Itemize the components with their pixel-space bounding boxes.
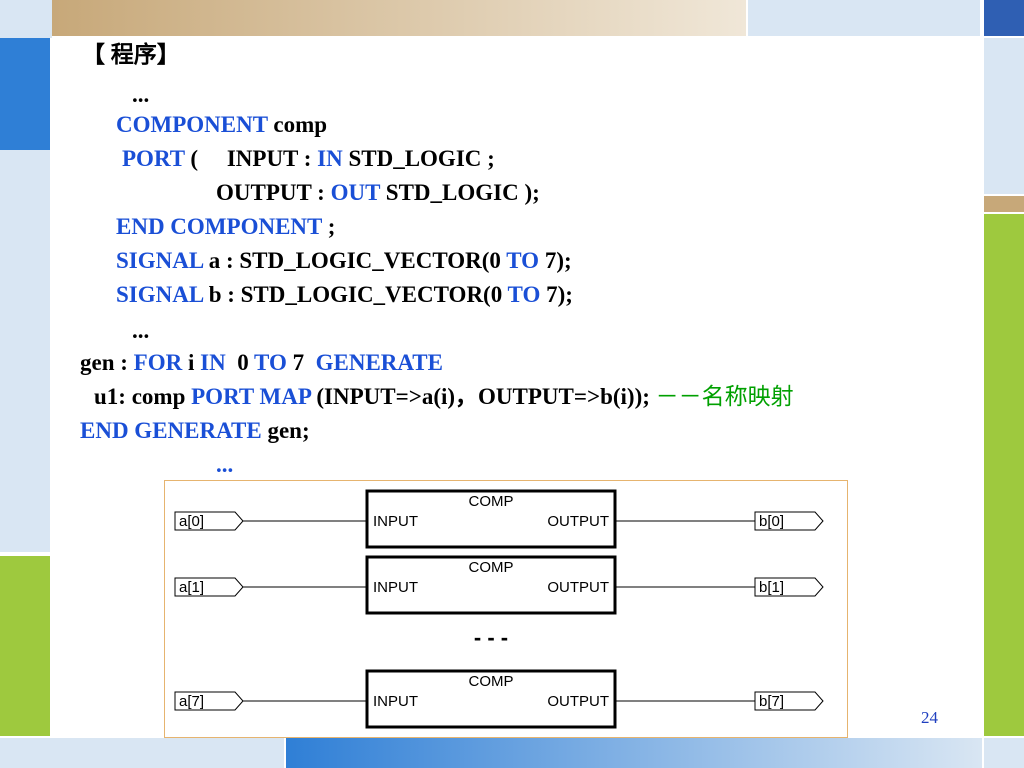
code-text: b : STD_LOGIC_VECTOR(0 — [202, 282, 508, 307]
right-tan-strip — [984, 196, 1024, 212]
output-label: OUTPUT — [547, 513, 609, 530]
code-text: STD_LOGIC ; — [342, 146, 495, 171]
code-text: 7 — [286, 350, 316, 375]
diagram-row-7: COMP INPUT OUTPUT a[7] b[7] — [174, 669, 824, 729]
input-port-shape — [174, 691, 244, 711]
code-line-10: u1: comp PORT MAP (INPUT=>a(i)，OUTPUT=>b… — [94, 380, 794, 414]
comp-box — [365, 669, 617, 729]
left-green-block — [0, 556, 50, 736]
code-line-11: END GENERATE gen; — [80, 414, 310, 448]
code-line-4: OUTPUT : OUT STD_LOGIC ); — [216, 176, 540, 210]
keyword: SIGNAL — [116, 282, 203, 307]
code-line-12: ... — [216, 452, 234, 477]
code-text: 7); — [540, 282, 573, 307]
code-line-7: SIGNAL b : STD_LOGIC_VECTOR(0 TO 7); — [116, 278, 573, 312]
code-text: comp — [267, 112, 328, 137]
code-text: a : STD_LOGIC_VECTOR(0 — [202, 248, 507, 273]
code-line-1: ... — [132, 82, 150, 107]
comment-text: －－名称映射 — [655, 384, 794, 409]
keyword: TO — [506, 248, 540, 273]
input-port-shape — [174, 511, 244, 531]
input-port-label: a[1] — [179, 579, 204, 596]
comp-box — [365, 555, 617, 615]
page-number: 24 — [921, 708, 938, 727]
comp-label: COMP — [469, 559, 514, 576]
bottom-light-band — [52, 738, 284, 768]
code-text: OUTPUT : — [216, 180, 331, 205]
keyword: PORT — [122, 146, 185, 171]
output-port-label: b[7] — [759, 693, 784, 710]
code-text: (INPUT=>a(i)，OUTPUT=>b(i)); — [310, 384, 656, 409]
input-port-shape — [174, 577, 244, 597]
input-label: INPUT — [373, 579, 418, 596]
keyword: FOR — [133, 350, 183, 375]
keyword: TO — [507, 282, 541, 307]
output-port-shape — [754, 577, 824, 597]
code-line-5: END COMPONENT ; — [116, 210, 335, 244]
keyword: PORT MAP — [191, 384, 311, 409]
code-text: 7); — [539, 248, 572, 273]
code-text: gen : — [80, 350, 134, 375]
right-lightblue-block — [984, 38, 1024, 194]
top-tan-band — [52, 0, 746, 36]
code-text: ( INPUT : — [184, 146, 318, 171]
comp-label: COMP — [469, 673, 514, 690]
diagram-row-1: COMP INPUT OUTPUT a[1] b[1] — [174, 555, 824, 615]
code-line-3: PORT ( INPUT : IN STD_LOGIC ; — [122, 142, 495, 176]
right-green-block — [984, 214, 1024, 736]
generate-diagram: COMP INPUT OUTPUT a[0] b[0] COMP INPUT O… — [164, 480, 848, 738]
code-line-8: ... — [132, 318, 150, 343]
input-label: INPUT — [373, 693, 418, 710]
output-label: OUTPUT — [547, 693, 609, 710]
comp-box — [365, 489, 617, 549]
code-text: i — [182, 350, 201, 375]
diagram-svg: COMP INPUT OUTPUT a[0] b[0] COMP INPUT O… — [174, 489, 824, 729]
diagram-ellipsis: - - - — [474, 625, 508, 650]
input-label: INPUT — [373, 513, 418, 530]
keyword: COMPONENT — [116, 112, 268, 137]
keyword: TO — [254, 350, 287, 375]
output-port-label: b[1] — [759, 579, 784, 596]
top-light-band — [748, 0, 980, 36]
code-line-6: SIGNAL a : STD_LOGIC_VECTOR(0 TO 7); — [116, 244, 572, 278]
code-text: gen; — [261, 418, 310, 443]
left-blue-block — [0, 38, 50, 150]
code-line-9: gen : FOR i IN 0 TO 7 GENERATE — [80, 346, 443, 380]
code-text: u1: comp — [94, 384, 192, 409]
keyword: IN — [317, 146, 343, 171]
output-port-shape — [754, 691, 824, 711]
output-port-label: b[0] — [759, 513, 784, 530]
keyword: END GENERATE — [80, 418, 262, 443]
output-port-shape — [754, 511, 824, 531]
code-text: STD_LOGIC ); — [380, 180, 540, 205]
input-port-label: a[7] — [179, 693, 204, 710]
code-title: 【 程序】 — [82, 42, 180, 67]
keyword: SIGNAL — [116, 248, 203, 273]
top-left-band — [0, 0, 52, 38]
code-text: ; — [321, 214, 336, 239]
diagram-row-0: COMP INPUT OUTPUT a[0] b[0] — [174, 489, 824, 549]
code-text: 0 — [225, 350, 255, 375]
left-lightblue-block — [0, 150, 50, 552]
output-label: OUTPUT — [547, 579, 609, 596]
keyword: END COMPONENT — [116, 214, 322, 239]
bottom-right-band — [984, 738, 1024, 768]
top-blue-band — [984, 0, 1024, 36]
bottom-left-band — [0, 738, 52, 768]
keyword: OUT — [330, 180, 381, 205]
input-port-label: a[0] — [179, 513, 204, 530]
code-line-2: COMPONENT comp — [116, 108, 327, 142]
keyword: IN — [200, 350, 226, 375]
bottom-blue-band — [286, 738, 982, 768]
keyword: GENERATE — [315, 350, 443, 375]
comp-label: COMP — [469, 493, 514, 510]
